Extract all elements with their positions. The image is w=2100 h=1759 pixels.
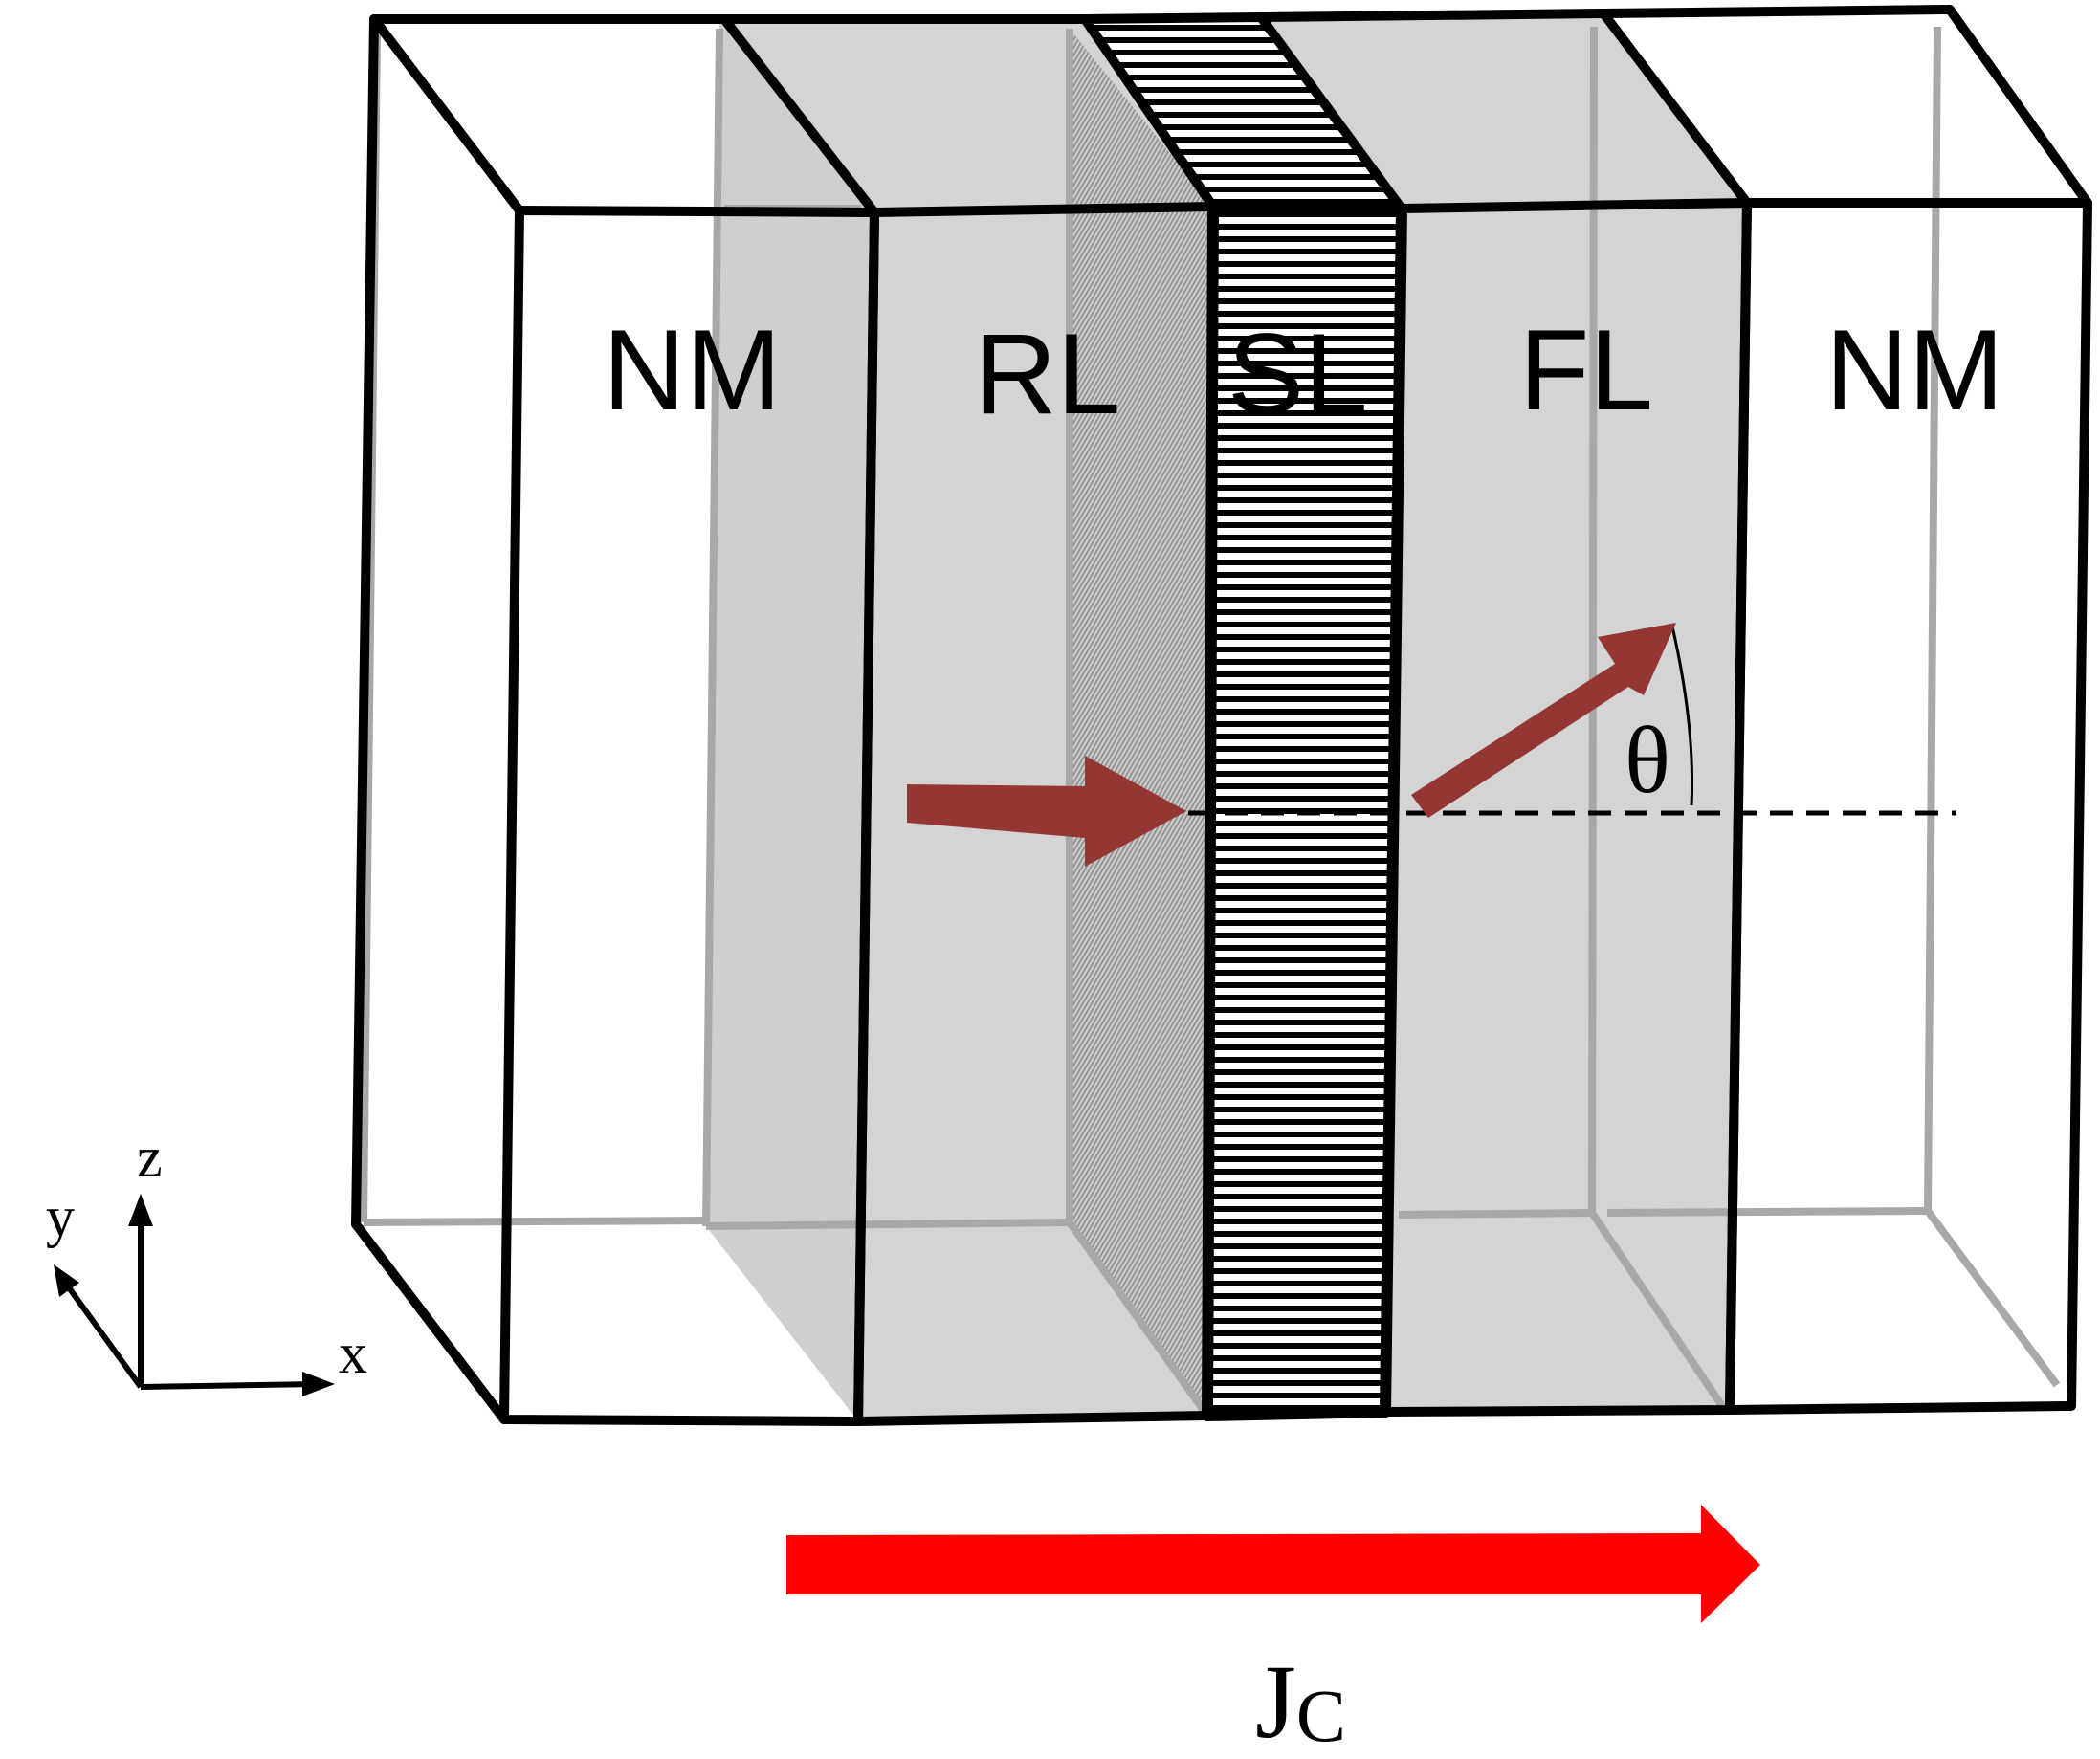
layer-label-sl: SL — [1227, 310, 1368, 438]
layer-label-rl: RL — [974, 310, 1120, 438]
rl-magnetization-arrow — [907, 756, 1186, 867]
angle-label: θ — [1625, 707, 1670, 813]
fl-fill — [1261, 15, 1747, 1412]
layer-label-nm-right: NM — [1825, 306, 2004, 434]
coordinate-axes — [60, 1213, 320, 1390]
axis-label-x: x — [339, 1322, 367, 1385]
layer-label-fl: FL — [1519, 306, 1653, 434]
current-label: JC — [1255, 1643, 1346, 1759]
rl-inner-side — [1070, 29, 1213, 1416]
front-edges — [351, 5, 2092, 1426]
axis-label-z: z — [137, 1126, 163, 1189]
axis-label-y: y — [46, 1185, 75, 1248]
z-axis-arrowhead — [128, 1194, 153, 1226]
ferromagnet-fills — [706, 15, 1747, 1421]
current-arrow — [786, 1505, 1760, 1623]
layer-labels: NM RL SL FL NM — [603, 306, 2004, 438]
layer-label-nm-left: NM — [603, 306, 782, 434]
y-axis-arrowhead — [54, 1264, 79, 1297]
angle-arc — [1670, 626, 1694, 806]
x-axis-arrowhead — [302, 1372, 335, 1396]
rl-back-fill — [706, 21, 874, 1421]
axis-arrowheads — [54, 1194, 335, 1396]
fl-magnetization-arrow — [1411, 623, 1676, 818]
